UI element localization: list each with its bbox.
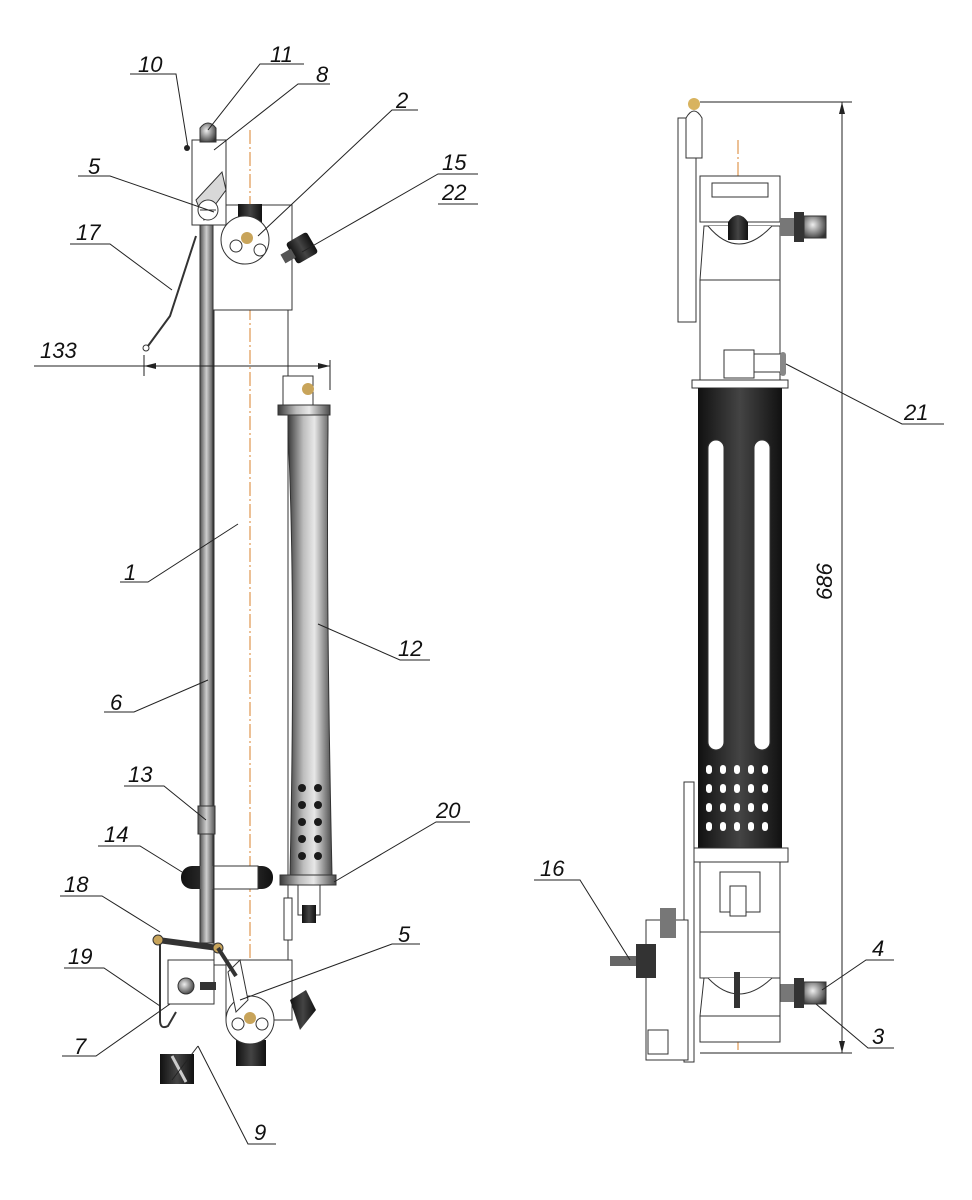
label-14: 14	[104, 822, 128, 847]
label-11: 11	[270, 42, 293, 67]
leaders	[60, 63, 944, 1145]
label-10: 10	[138, 52, 163, 77]
linkage-18	[157, 937, 219, 951]
label-3: 3	[872, 1024, 885, 1049]
rod-6	[199, 224, 214, 944]
lever-17	[147, 235, 197, 347]
lower-knob	[290, 990, 316, 1030]
labels: 10 11 8 2 15 22 5 17 1 12 6 13 14 20 18 …	[64, 42, 928, 1145]
label-15: 15	[442, 150, 467, 175]
label-12: 12	[398, 636, 422, 661]
upper-pulley-hub	[241, 232, 253, 244]
spring-stack-bottom	[780, 978, 827, 1008]
label-22: 22	[441, 180, 466, 205]
label-16: 16	[540, 856, 565, 881]
label-5-lower: 5	[398, 922, 411, 947]
label-8: 8	[316, 62, 329, 87]
left-view	[142, 122, 337, 1084]
label-1: 1	[124, 560, 136, 585]
knob-15	[280, 232, 318, 264]
perforation-holes	[298, 784, 322, 860]
label-18: 18	[64, 872, 89, 897]
dimension-height: 686	[700, 101, 852, 1054]
cyl-bottom-flange	[279, 874, 337, 886]
label-2: 2	[395, 88, 408, 113]
cylinder-12	[287, 414, 333, 876]
main-column	[213, 299, 289, 966]
right-view	[610, 98, 827, 1063]
right-top-knob	[728, 215, 748, 240]
dim-height-text: 686	[812, 563, 837, 600]
dimension-width: 133	[34, 338, 331, 390]
label-19: 19	[68, 944, 92, 969]
label-7: 7	[74, 1034, 87, 1059]
right-perforations	[706, 765, 768, 831]
label-13: 13	[128, 762, 153, 787]
label-21: 21	[903, 400, 928, 425]
spring-19	[159, 944, 177, 1029]
label-4: 4	[872, 936, 884, 961]
rod-coupler-13	[197, 805, 216, 835]
top-pin-dot	[184, 145, 190, 151]
label-17: 17	[76, 220, 101, 245]
label-20: 20	[435, 798, 461, 823]
label-6: 6	[110, 690, 123, 715]
knob-16	[610, 956, 650, 966]
label-9: 9	[254, 1120, 266, 1145]
dim-width-text: 133	[40, 338, 77, 363]
label-5-upper: 5	[88, 154, 101, 179]
spring-stack-top	[780, 212, 827, 242]
top-pin	[199, 122, 217, 143]
cyl-top-flange	[277, 404, 331, 416]
